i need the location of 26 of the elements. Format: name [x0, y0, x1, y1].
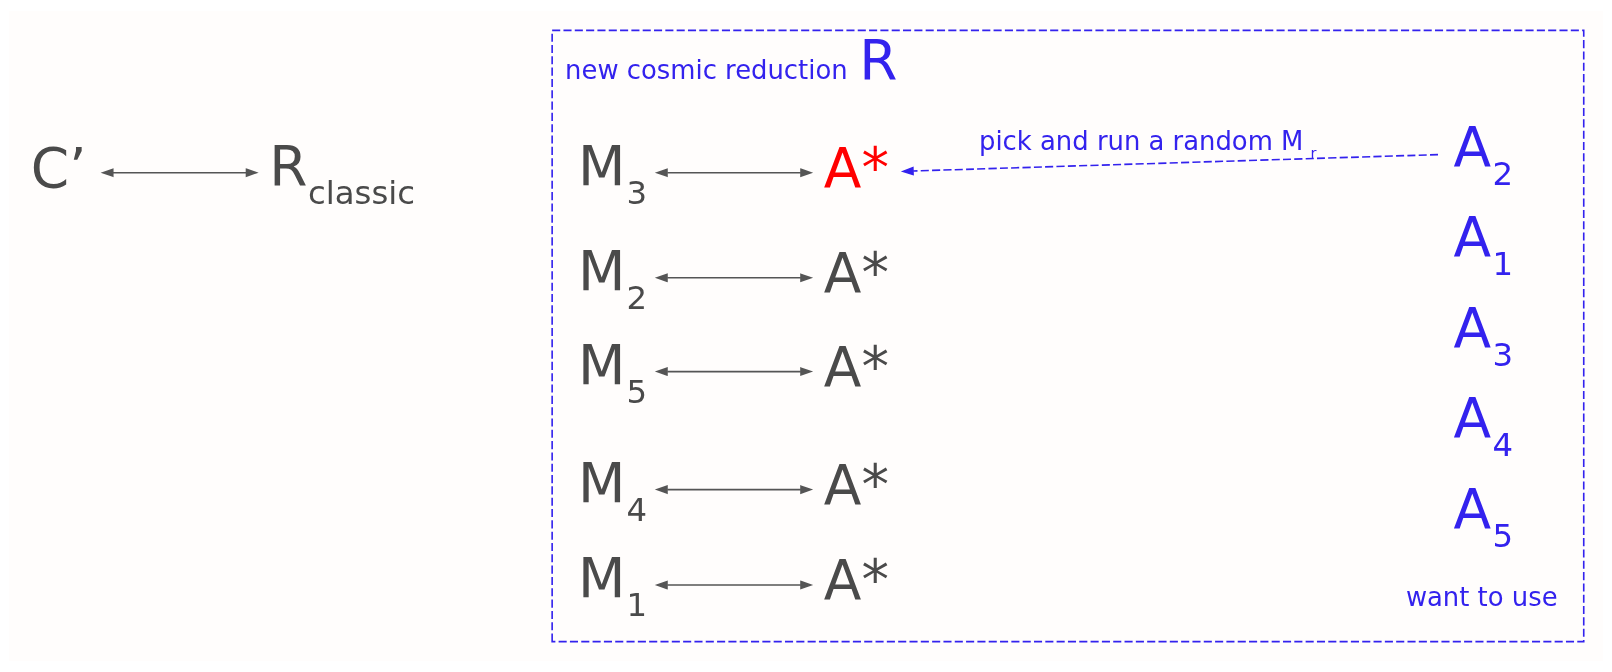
node-text: M$_{4}$: [578, 451, 648, 530]
edge-label: pick and run a random M$_{r}$: [979, 125, 1317, 162]
node-text: M$_{5}$: [578, 333, 648, 412]
node-text: A*: [823, 334, 889, 399]
arrow: [100, 168, 259, 178]
node-text: A*: [823, 240, 889, 305]
node-text: A*: [823, 135, 889, 200]
node-text: A$_{5}$: [1453, 476, 1513, 555]
node-text: C’: [30, 135, 87, 200]
arrow: [654, 580, 814, 590]
node-text: R$_{classic}$: [269, 134, 416, 213]
node-text: A$_{3}$: [1453, 295, 1513, 374]
arrow: [900, 153, 1439, 176]
node-text: A*: [823, 452, 889, 517]
node-text: A$_{4}$: [1453, 386, 1513, 465]
node-text: A$_{1}$: [1453, 205, 1513, 284]
arrow: [654, 485, 814, 495]
node-text: M$_{2}$: [578, 239, 648, 318]
arrow: [654, 273, 814, 283]
arrow: [654, 168, 814, 178]
node-text: A$_{2}$: [1453, 114, 1513, 193]
node-text: M$_{3}$: [578, 134, 648, 213]
label: want to use: [1405, 581, 1558, 612]
node-text: A*: [823, 548, 889, 613]
node-text: M$_{1}$: [578, 546, 648, 625]
arrow: [654, 367, 814, 377]
